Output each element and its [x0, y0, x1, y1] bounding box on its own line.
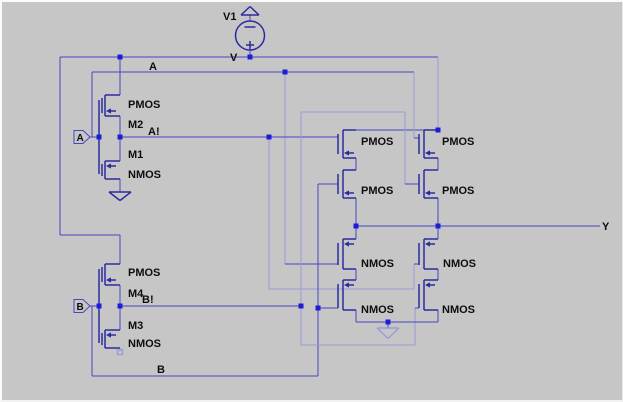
mosfet-m2[interactable] [98, 94, 120, 174]
m1-model-label[interactable]: NMOS [128, 169, 161, 181]
mosfet-m3[interactable] [101, 329, 120, 349]
pmos-right-mid-label[interactable]: PMOS [442, 185, 474, 197]
m2-model-label[interactable]: PMOS [128, 99, 160, 111]
m2-name-label[interactable]: M2 [128, 119, 143, 131]
port-flag-a[interactable]: A [73, 130, 91, 145]
m3-model-label[interactable]: NMOS [128, 338, 161, 350]
ground-symbol-v1-top[interactable] [240, 5, 260, 16]
mosfet-pmos-left-top[interactable] [337, 129, 356, 159]
nmos-right-mid-label[interactable]: NMOS [443, 258, 476, 270]
mosfet-pmos-right-top[interactable] [418, 129, 438, 159]
nmos-left-mid-label[interactable]: NMOS [361, 258, 394, 270]
m4-name-label[interactable]: M4 [128, 288, 144, 300]
net-label-abar[interactable]: A! [148, 126, 160, 138]
mosfet-pmos-right-mid[interactable] [418, 169, 438, 199]
voltage-source-v1[interactable] [234, 20, 266, 51]
net-label-a[interactable]: A [149, 61, 157, 73]
port-flag-b[interactable]: B [73, 299, 91, 314]
mosfet-nmos-left-mid[interactable] [337, 238, 356, 270]
mosfet-pmos-left-mid[interactable] [337, 169, 356, 199]
dangling-node-marker [116, 348, 124, 356]
nmos-left-bottom-label[interactable]: NMOS [361, 304, 394, 316]
labels: V1 V A PMOS M2 A! M1 NMOS PMOS M4 B! M3 … [128, 11, 610, 376]
ground-symbol-inv1[interactable] [108, 191, 132, 202]
mosfet-m4[interactable] [98, 263, 120, 343]
m3-name-label[interactable]: M3 [128, 320, 143, 332]
net-label-b[interactable]: B [157, 364, 165, 376]
pmos-left-mid-label[interactable]: PMOS [361, 185, 393, 197]
junction-dots [96, 54, 441, 325]
ground-symbol-block[interactable] [376, 327, 400, 340]
mosfet-nmos-right-bottom[interactable] [418, 279, 438, 311]
wires[interactable] [59, 15, 600, 377]
net-label-v[interactable]: V [230, 52, 238, 64]
net-label-bbar[interactable]: B! [142, 294, 154, 306]
m4-model-label[interactable]: PMOS [128, 267, 160, 279]
pmos-right-top-label[interactable]: PMOS [442, 136, 474, 148]
mosfet-nmos-right-mid[interactable] [418, 238, 438, 270]
mosfet-m1[interactable] [101, 160, 120, 180]
port-flag-b-label: B [77, 302, 84, 313]
v1-name-label[interactable]: V1 [223, 11, 236, 23]
net-label-y[interactable]: Y [602, 221, 610, 233]
m1-name-label[interactable]: M1 [128, 149, 143, 161]
mosfet-nmos-left-bottom[interactable] [337, 279, 356, 311]
nmos-right-bottom-label[interactable]: NMOS [442, 304, 475, 316]
pmos-left-top-label[interactable]: PMOS [361, 136, 393, 148]
port-flag-a-label: A [77, 133, 84, 144]
